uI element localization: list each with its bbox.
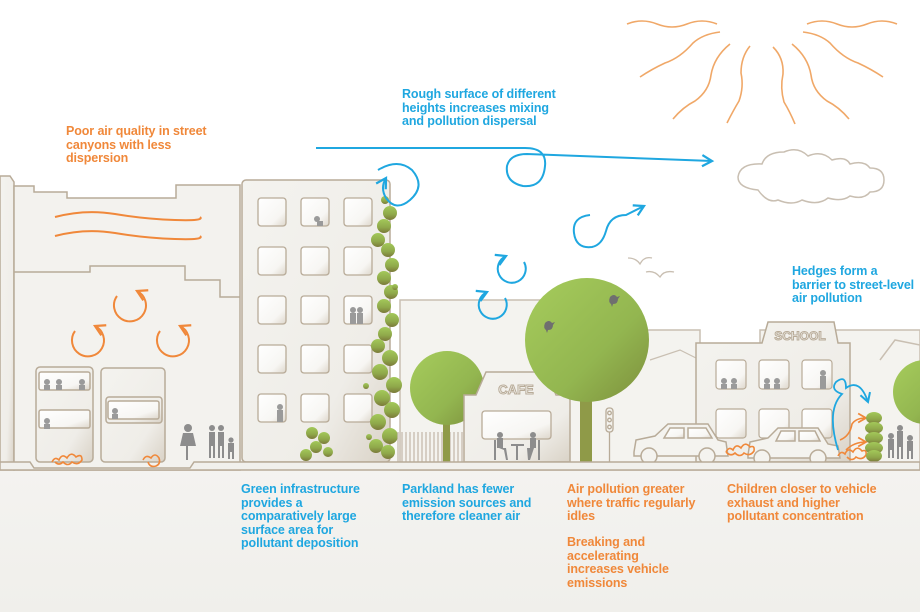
green-wall-vine bbox=[300, 196, 402, 461]
street-ground bbox=[0, 461, 920, 471]
exhaust-icon bbox=[51, 453, 161, 468]
cloud-icon bbox=[737, 149, 885, 204]
hedge-deflection-arrow bbox=[832, 378, 871, 451]
cafe-sign: CAFE bbox=[498, 382, 534, 397]
pedestrians-icon bbox=[180, 424, 234, 460]
label-street-canyon: Poor air quality in street canyons with … bbox=[66, 124, 207, 165]
double-decker-bus bbox=[35, 366, 94, 463]
label-braking: Breaking and accelerating increases vehi… bbox=[567, 535, 669, 590]
label-green-infrastructure: Green infrastructure provides a comparat… bbox=[241, 482, 360, 550]
children-icon bbox=[888, 425, 913, 459]
exhaust-icon bbox=[725, 412, 868, 461]
wind-flow-arrows-icon bbox=[316, 147, 715, 320]
label-children: Children closer to vehicle exhaust and h… bbox=[727, 482, 877, 523]
cafe-building bbox=[463, 371, 571, 463]
label-traffic-idles: Air pollution greater where traffic regu… bbox=[567, 482, 696, 523]
sun-rays-icon bbox=[626, 20, 898, 125]
office-building bbox=[241, 179, 391, 463]
large-tree bbox=[525, 278, 649, 462]
label-hedges: Hedges form a barrier to street-level ai… bbox=[792, 264, 915, 305]
car bbox=[633, 423, 729, 465]
bird-icon bbox=[544, 295, 620, 333]
pollution-wave-icon bbox=[54, 211, 202, 241]
traffic-light-icon bbox=[605, 407, 614, 462]
bus bbox=[100, 367, 166, 463]
partial-tree bbox=[893, 360, 920, 424]
school-sign: SCHOOL bbox=[774, 329, 825, 343]
hedge-icon bbox=[865, 412, 883, 462]
recirculation-arrows-icon bbox=[70, 289, 192, 358]
label-rough-surface: Rough surface of different heights incre… bbox=[402, 87, 556, 128]
birds-icon bbox=[627, 256, 675, 279]
label-parkland: Parkland has fewer emission sources and … bbox=[402, 482, 532, 523]
